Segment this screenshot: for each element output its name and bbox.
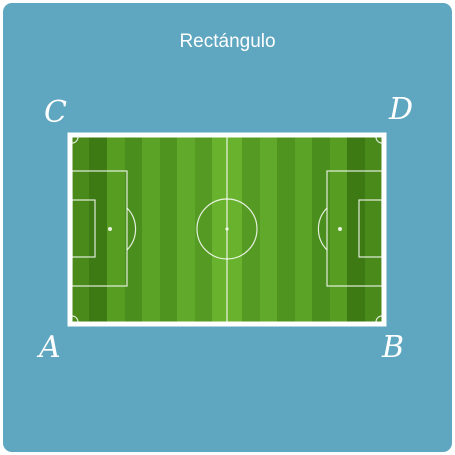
right-penalty-arc xyxy=(317,207,328,251)
left-penalty-spot xyxy=(108,227,112,231)
center-spot xyxy=(225,227,229,231)
rectangle-border xyxy=(67,132,387,327)
vertex-label-c: C xyxy=(44,95,67,130)
right-penalty-spot xyxy=(338,227,342,231)
pitch-spots xyxy=(108,227,342,231)
left-penalty-arc xyxy=(126,207,137,251)
vertex-label-a: A xyxy=(39,330,61,365)
vertex-label-d: D xyxy=(389,92,414,127)
center-circle xyxy=(196,198,258,260)
diagram-title: Rectángulo xyxy=(179,31,276,52)
vertex-label-b: B xyxy=(382,330,405,365)
